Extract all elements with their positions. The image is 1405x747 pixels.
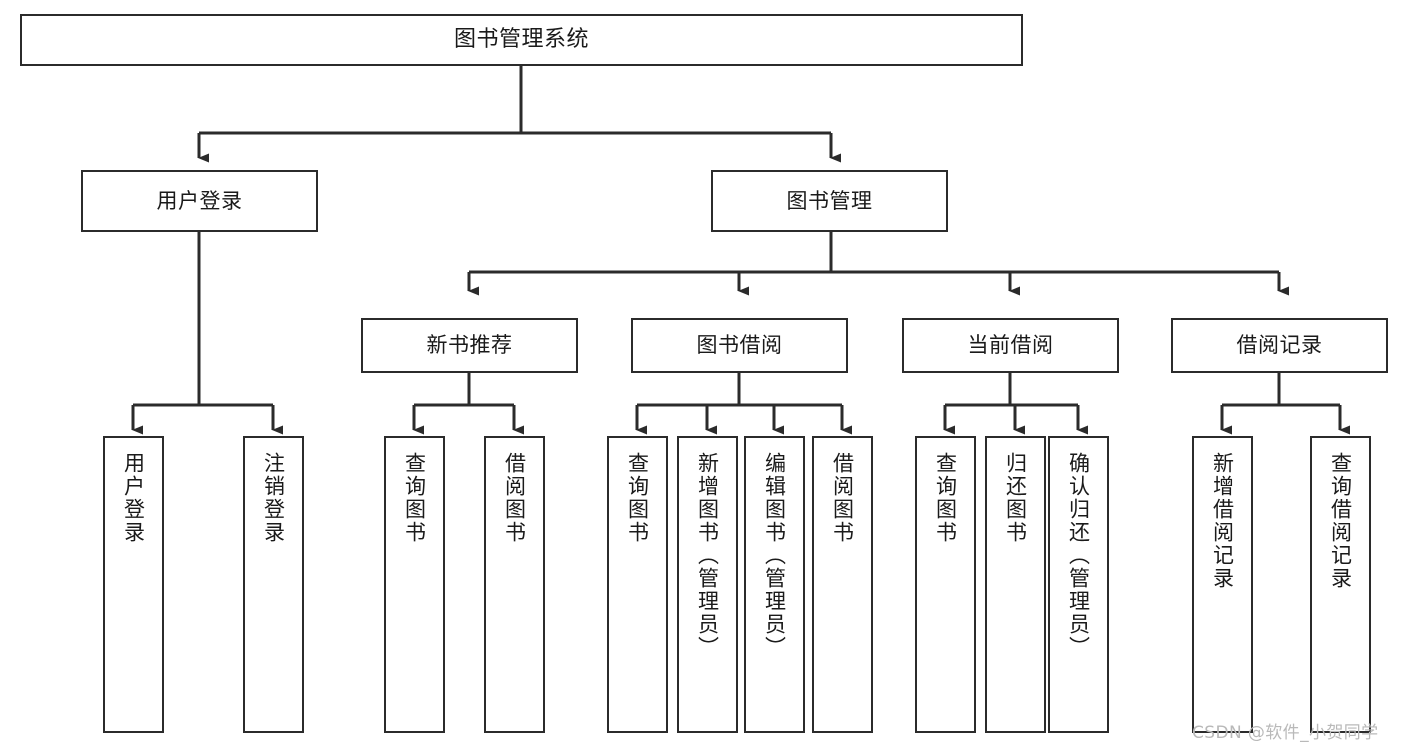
node-leaf-query-book-borrow[interactable]: 查询图书 <box>607 436 668 733</box>
node-leaf-query-book-recommend[interactable]: 查询图书 <box>384 436 445 733</box>
node-label: 图书管理 <box>786 188 873 213</box>
node-label: 新增借阅记录 <box>1210 452 1235 590</box>
edges-newbook-to-leaves <box>412 373 524 435</box>
node-label: 借阅记录 <box>1236 333 1323 358</box>
edges-bookmanage-to-level3 <box>467 232 1289 296</box>
node-label: 借阅图书 <box>830 452 855 544</box>
node-leaf-logout[interactable]: 注销登录 <box>243 436 304 733</box>
node-leaf-return-book[interactable]: 归还图书 <box>985 436 1046 733</box>
node-leaf-add-book-admin[interactable]: 新增图书（管理员） <box>677 436 738 733</box>
node-book-management[interactable]: 图书管理 <box>711 170 948 232</box>
node-label: 编辑图书（管理员） <box>762 452 787 659</box>
node-label: 用户登录 <box>156 188 243 213</box>
node-label: 查询图书 <box>625 452 650 544</box>
node-label: 查询借阅记录 <box>1328 452 1353 590</box>
node-root-book-management-system[interactable]: 图书管理系统 <box>20 14 1023 66</box>
node-leaf-edit-book-admin[interactable]: 编辑图书（管理员） <box>744 436 805 733</box>
node-leaf-query-book-current[interactable]: 查询图书 <box>915 436 976 733</box>
node-label: 图书借阅 <box>696 333 783 358</box>
node-label: 查询图书 <box>402 452 427 544</box>
node-new-book-recommend[interactable]: 新书推荐 <box>361 318 578 373</box>
node-user-login[interactable]: 用户登录 <box>81 170 318 232</box>
node-current-borrow[interactable]: 当前借阅 <box>902 318 1119 373</box>
edges-userlogin-to-leaves <box>131 232 283 435</box>
node-leaf-borrow-book[interactable]: 借阅图书 <box>812 436 873 733</box>
node-label: 新书推荐 <box>426 333 513 358</box>
node-borrow-record[interactable]: 借阅记录 <box>1171 318 1388 373</box>
node-leaf-borrow-book-recommend[interactable]: 借阅图书 <box>484 436 545 733</box>
node-leaf-query-borrow-record[interactable]: 查询借阅记录 <box>1310 436 1371 733</box>
node-label: 用户登录 <box>121 452 146 544</box>
node-label: 查询图书 <box>933 452 958 544</box>
node-book-borrow[interactable]: 图书借阅 <box>631 318 848 373</box>
node-label: 归还图书 <box>1003 452 1028 544</box>
node-leaf-confirm-return-admin[interactable]: 确认归还（管理员） <box>1048 436 1109 733</box>
node-leaf-user-login[interactable]: 用户登录 <box>103 436 164 733</box>
node-label: 当前借阅 <box>967 333 1054 358</box>
watermark-csdn: CSDN @软件_小贺同学 <box>1192 723 1379 743</box>
node-label: 图书管理系统 <box>453 27 589 53</box>
edges-bookborrow-to-leaves <box>635 373 852 435</box>
node-label: 注销登录 <box>261 452 286 544</box>
node-label: 确认归还（管理员） <box>1066 452 1091 659</box>
node-label: 新增图书（管理员） <box>695 452 720 659</box>
edges-borrowrecord-to-leaves <box>1220 373 1350 435</box>
edges-currentborrow-to-leaves <box>943 373 1088 435</box>
edges-root-to-level2 <box>197 66 841 163</box>
node-label: 借阅图书 <box>502 452 527 544</box>
node-leaf-add-borrow-record[interactable]: 新增借阅记录 <box>1192 436 1253 733</box>
